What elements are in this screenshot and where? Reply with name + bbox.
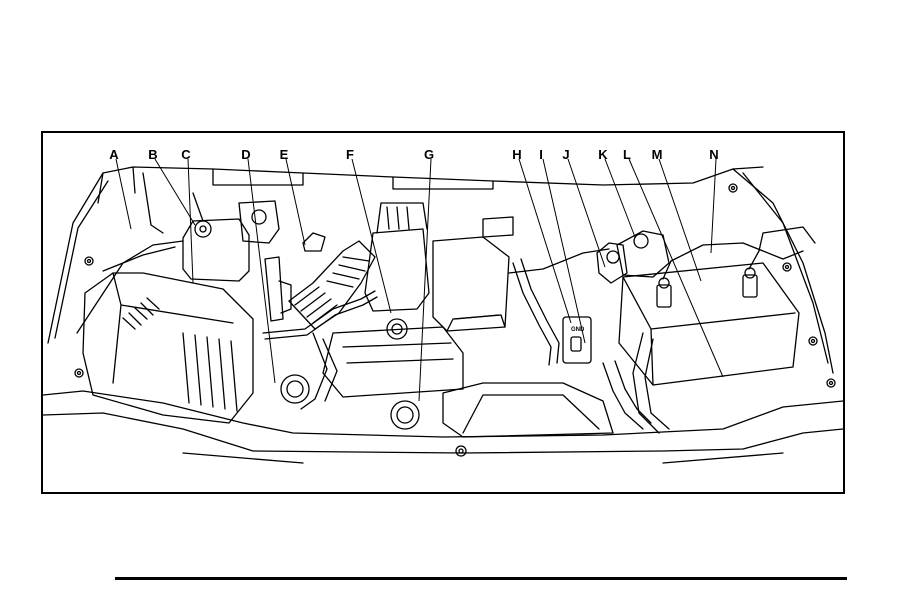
leader-line-i <box>543 159 585 343</box>
transmission-dipstick <box>513 259 591 365</box>
leader-line-m <box>659 159 701 281</box>
footer-rule <box>115 577 847 580</box>
coolant-hoses <box>281 333 651 429</box>
leader-line-f <box>352 159 391 313</box>
leader-line-n <box>711 159 716 253</box>
leader-line-g <box>419 159 431 401</box>
air-intake-duct <box>289 233 375 329</box>
engine-oil-fill <box>323 203 463 397</box>
leader-line-j <box>568 159 605 267</box>
air-cleaner <box>77 241 253 423</box>
fender-bolts <box>75 184 835 456</box>
engine-compartment-drawing: GND <box>43 133 845 494</box>
leader-line-k <box>605 159 635 237</box>
washer-fluid-reservoir <box>143 173 249 281</box>
leader-line-d <box>248 159 275 383</box>
underhood-fuse-block <box>433 217 513 331</box>
engine-compartment-figure: GND <box>41 131 845 494</box>
battery-cables <box>633 227 815 433</box>
leader-line-e <box>286 159 305 245</box>
battery <box>619 251 799 385</box>
